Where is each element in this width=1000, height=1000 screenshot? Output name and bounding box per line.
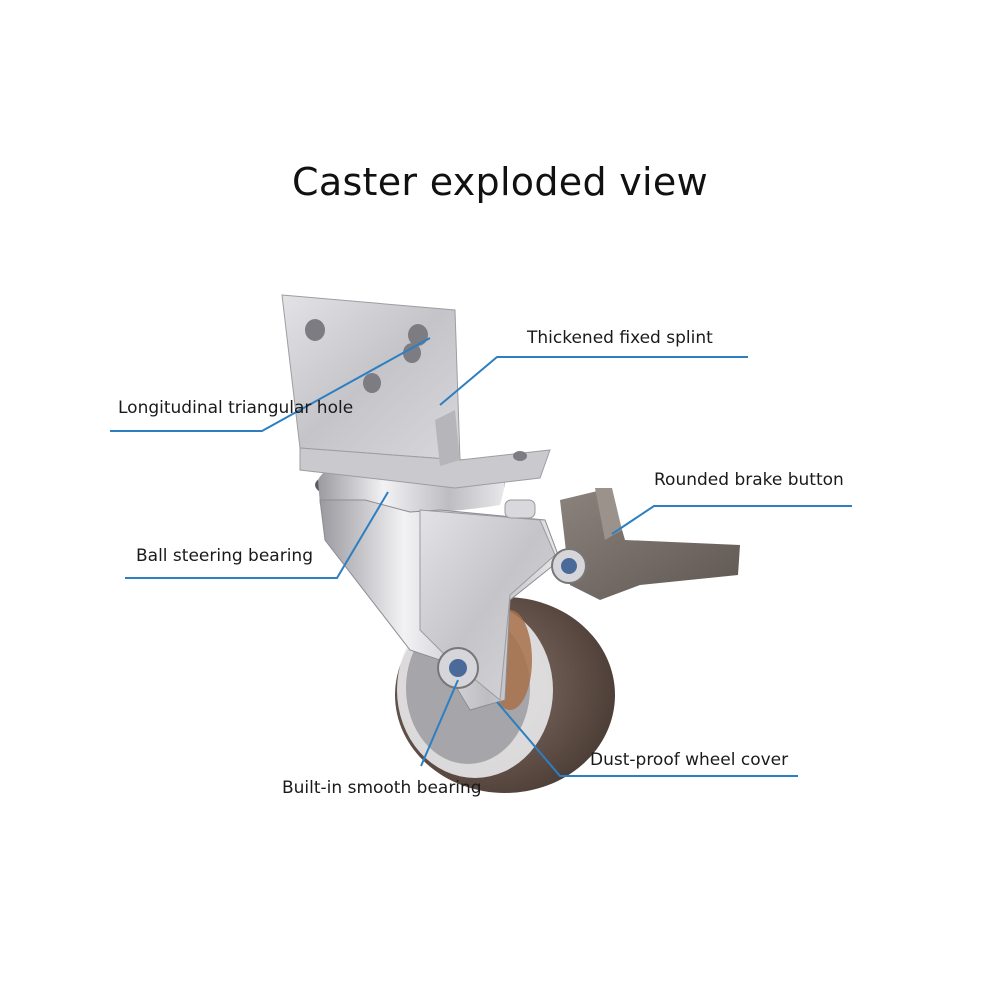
label-longitudinal-triangular-hole: Longitudinal triangular hole (118, 398, 354, 418)
mounting-plate (281, 294, 551, 489)
diagram-title: Caster exploded view (292, 160, 708, 204)
leader-lines (110, 337, 852, 777)
leader-splint (439, 356, 748, 406)
label-dust-proof-wheel-cover: Dust-proof wheel cover (590, 750, 789, 770)
leader-dust (496, 701, 798, 777)
leader-bearing (420, 679, 459, 767)
label-ball-steering-bearing: Ball steering bearing (136, 546, 313, 566)
leader-hole (110, 337, 431, 432)
leader-brake (611, 505, 852, 535)
label-rounded-brake-button: Rounded brake button (654, 470, 844, 490)
leader-ball (125, 491, 389, 579)
brake-pedal (560, 488, 740, 600)
label-thickened-fixed-splint: Thickened fixed splint (527, 328, 713, 348)
fork (319, 499, 587, 711)
label-built-in-smooth-bearing: Built-in smooth bearing (282, 778, 482, 798)
